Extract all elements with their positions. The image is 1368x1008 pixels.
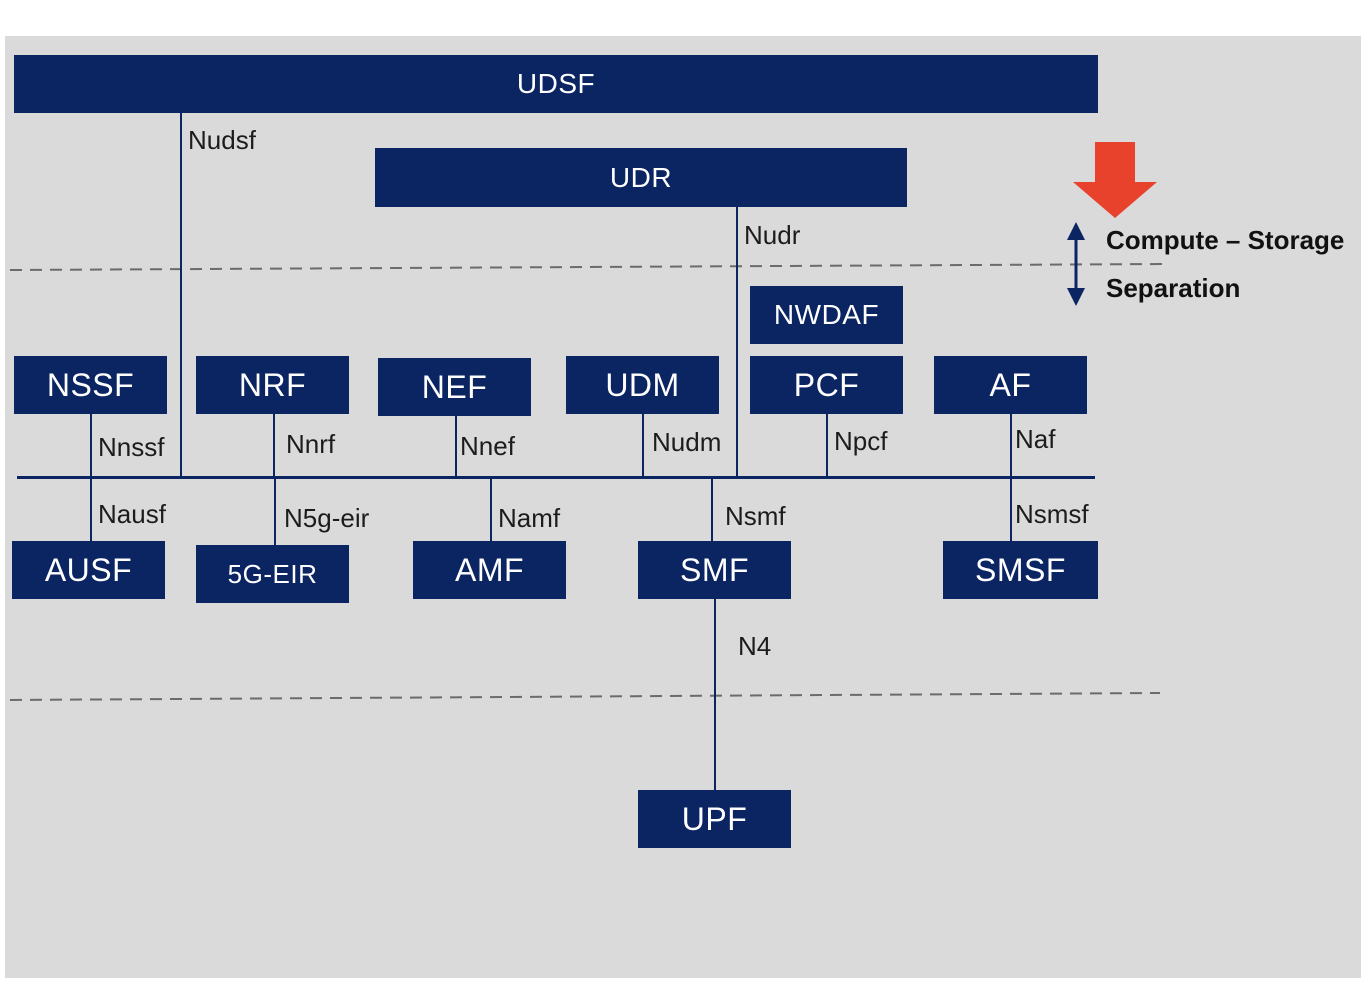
arrow-down-head-icon [1067, 288, 1085, 306]
interface-nudsf: Nudsf [188, 125, 256, 155]
interface-naf: Naf [1015, 424, 1056, 454]
dashed-line-user-plane [9, 692, 1161, 701]
dashed-line-storage [9, 263, 1166, 271]
amf-box: AMF [413, 541, 566, 599]
line-udsf-bus [180, 113, 182, 478]
interface-nnssf: Nnssf [98, 432, 165, 462]
nef-box: NEF [378, 358, 531, 416]
5geir-box: 5G-EIR [196, 545, 349, 603]
upf-box: UPF [638, 790, 791, 848]
amf-label: AMF [454, 551, 525, 588]
nwdaf-label: NWDAF [773, 299, 880, 330]
pcf-box: PCF [750, 356, 903, 414]
line-5geir [274, 479, 276, 545]
line-nef [455, 416, 457, 476]
interface-nudm: Nudm [652, 427, 722, 457]
pcf-label: PCF [793, 366, 860, 403]
interface-namf: Namf [498, 503, 561, 533]
red-down-arrow-icon [1073, 142, 1157, 218]
interface-nnrf: Nnrf [286, 429, 336, 459]
smsf-label: SMSF [975, 551, 1066, 588]
udr-label: UDR [609, 161, 673, 193]
interface-nnef: Nnef [460, 431, 515, 461]
interface-npcf: Npcf [834, 426, 888, 456]
upf-label: UPF [681, 800, 748, 837]
udsf-label: UDSF [516, 68, 596, 99]
af-box: AF [934, 356, 1087, 414]
5geir-label: 5G-EIR [227, 558, 318, 589]
interface-nudr: Nudr [744, 220, 801, 250]
line-smf [711, 479, 713, 541]
interface-n4: N4 [738, 631, 772, 661]
line-nrf [273, 414, 275, 476]
line-udm [642, 414, 644, 476]
separation-label-line2: Separation [1106, 273, 1241, 303]
udsf-box: UDSF [14, 55, 1098, 113]
line-af [1010, 414, 1012, 476]
interface-nsmf: Nsmf [725, 501, 786, 531]
arrow-up-head-icon [1067, 222, 1085, 240]
nef-label: NEF [421, 368, 488, 405]
nrf-label: NRF [238, 366, 307, 403]
udr-box: UDR [375, 148, 907, 207]
separation-label-line1: Compute – Storage [1106, 225, 1345, 255]
af-label: AF [989, 366, 1032, 403]
line-amf [490, 479, 492, 541]
smf-label: SMF [679, 551, 750, 588]
line-ausf [90, 479, 92, 541]
ausf-label: AUSF [44, 551, 133, 588]
line-udr-bus [736, 207, 738, 478]
ausf-box: AUSF [12, 541, 165, 599]
line-smsf [1010, 479, 1012, 541]
nssf-box: NSSF [14, 356, 167, 414]
smf-box: SMF [638, 541, 791, 599]
line-pcf [826, 414, 828, 476]
nwdaf-box: NWDAF [750, 286, 903, 344]
udm-label: UDM [605, 366, 680, 403]
line-n4 [714, 598, 716, 790]
interface-n5geir: N5g-eir [284, 503, 370, 533]
interface-nsmsf: Nsmsf [1015, 499, 1089, 529]
nrf-box: NRF [196, 356, 349, 414]
nssf-label: NSSF [46, 366, 135, 403]
smsf-box: SMSF [943, 541, 1098, 599]
line-nssf [90, 414, 92, 476]
interface-nausf: Nausf [98, 499, 166, 529]
service-bus [17, 476, 1095, 479]
udm-box: UDM [566, 356, 719, 414]
